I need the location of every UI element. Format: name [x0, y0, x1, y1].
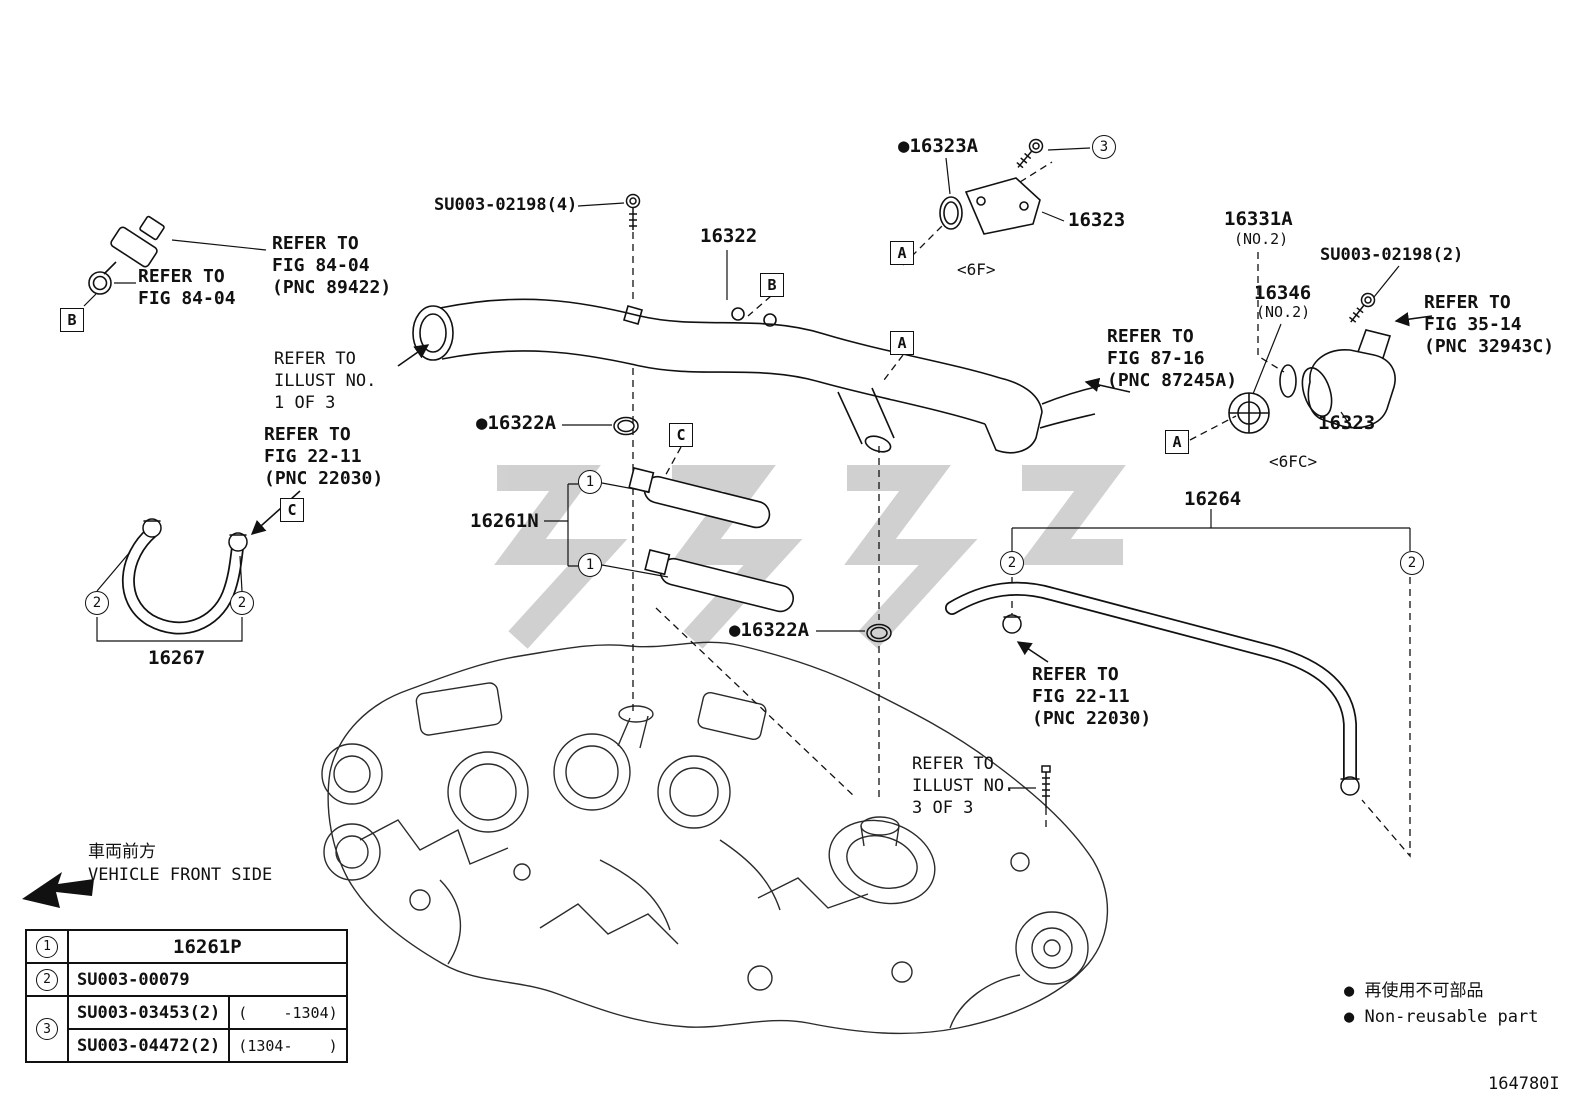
legend-range-su003-04472: (1304- ) — [228, 1028, 348, 1063]
part-label-16323-right[interactable]: 16323 — [1318, 412, 1376, 434]
vehicle-front-arrow — [22, 872, 94, 908]
ref-fig-22-11-left-label: REFER TO FIG 22-11 (PNC 22030) — [264, 424, 384, 489]
part-label-16322[interactable]: 16322 — [700, 225, 758, 247]
leader-lines — [83, 147, 1411, 789]
part-label-16331a-no2: (NO.2) — [1234, 230, 1289, 248]
part-label-16322a-lower[interactable]: ●16322A — [729, 619, 810, 641]
ref-fig-22-11-right-label: REFER TO FIG 22-11 (PNC 22030) — [1032, 664, 1152, 729]
part-label-16346-no2: (NO.2) — [1256, 303, 1311, 321]
ref-fig-35-14-label: REFER TO FIG 35-14 (PNC 32943C) — [1424, 292, 1555, 357]
ref-fig-84-04-label: REFER TO FIG 84-04 — [138, 266, 236, 309]
callout-box-a-mid: A — [890, 331, 914, 355]
hose-16264-drawing — [945, 581, 1360, 796]
legend-range-su003-03453: ( -1304) — [228, 995, 348, 1030]
callout-circle-3: 3 — [1092, 135, 1116, 159]
callout-box-b-top: B — [760, 273, 784, 297]
transmission-tag-6f: <6F> — [957, 260, 996, 279]
legend-circled-2: 2 — [36, 968, 58, 991]
callout-circle-1-lower: 1 — [578, 553, 602, 577]
part-label-16346[interactable]: 16346 — [1254, 282, 1312, 304]
legend-circled-1: 1 — [36, 935, 58, 958]
bolt-top-right-icon — [1016, 138, 1044, 169]
stud-bolt-icon — [1041, 765, 1051, 808]
callout-circle-1-upper: 1 — [578, 470, 602, 494]
callout-box-a-top: A — [890, 241, 914, 265]
part-label-16264[interactable]: 16264 — [1184, 488, 1242, 510]
cover-plate-16323-drawing — [939, 177, 1041, 235]
illustration-code: 164780I — [1488, 1074, 1560, 1094]
bolt-icons — [625, 138, 1376, 808]
ref-fig-84-04-pnc-label: REFER TO FIG 84-04 (PNC 89422) — [272, 233, 392, 298]
o-ring-16322a-drawing — [613, 416, 892, 643]
legend-part-su003-00079[interactable]: SU003-00079 — [67, 962, 348, 997]
legend-table: 1 16261P 2 SU003-00079 3 SU003-03453(2) … — [25, 929, 348, 1063]
legend-part-su003-03453[interactable]: SU003-03453(2) — [66, 995, 231, 1030]
legend-part-16261p[interactable]: 16261P — [67, 929, 348, 964]
callout-circle-2-hose-left-a: 2 — [85, 591, 109, 615]
bolt-su003-02198-4-icon — [625, 193, 641, 230]
legend-row-2: 2 SU003-00079 — [25, 962, 348, 997]
legend-row-3: 3 SU003-03453(2) ( -1304) — [25, 995, 348, 1063]
dashed-leader-lines — [632, 161, 1411, 858]
nonreusable-en-label: ● Non-reusable part — [1344, 1007, 1539, 1027]
nonreusable-jp-label: ● 再使用不可部品 — [1344, 981, 1484, 1001]
callout-circle-2-hose-left-b: 2 — [230, 591, 254, 615]
hose-16267-drawing — [121, 518, 248, 635]
callout-box-c-mid: C — [669, 423, 693, 447]
part-label-16331a[interactable]: 16331A — [1224, 208, 1293, 230]
ref-fig-87-16-label: REFER TO FIG 87-16 (PNC 87245A) — [1107, 326, 1238, 391]
part-label-su003-02198-4[interactable]: SU003-02198(4) — [434, 195, 578, 215]
callout-box-b-left: B — [60, 308, 84, 332]
part-label-16323-top[interactable]: 16323 — [1068, 209, 1126, 231]
transmission-tag-6fc: <6FC> — [1269, 452, 1318, 471]
water-pipe-16322-drawing — [412, 298, 1101, 454]
thermostat-housing-drawing — [1228, 329, 1396, 434]
vehicle-front-en-label: VEHICLE FRONT SIDE — [88, 865, 273, 885]
callout-circle-2-hose-right-b: 2 — [1400, 551, 1424, 575]
ref-illust-3-of-3-label: REFER TO ILLUST NO. 3 OF 3 — [912, 754, 1015, 818]
ref-illust-1-of-3-label: REFER TO ILLUST NO. 1 OF 3 — [274, 349, 377, 413]
legend-circled-3: 3 — [36, 1018, 58, 1041]
part-label-16261n[interactable]: 16261N — [470, 510, 539, 532]
legend-row-4: SU003-04472(2) (1304- ) — [26, 1028, 348, 1063]
callout-circle-2-hose-right-a: 2 — [1000, 551, 1024, 575]
reference-arrows — [250, 312, 1433, 663]
part-label-16323a[interactable]: ●16323A — [898, 135, 979, 157]
bolt-su003-02198-2-icon — [1348, 292, 1376, 323]
callout-box-c-left: C — [280, 498, 304, 522]
legend-row-1: 1 16261P — [25, 929, 348, 964]
temp-sensor-drawing — [88, 215, 165, 295]
part-label-16267[interactable]: 16267 — [148, 647, 206, 669]
callout-box-a-right: A — [1165, 430, 1189, 454]
union-pipes-16261n-drawing — [628, 467, 795, 613]
part-label-16322a-upper[interactable]: ●16322A — [476, 412, 557, 434]
engine-block-drawing — [321, 641, 1109, 1035]
part-label-su003-02198-2[interactable]: SU003-02198(2) — [1320, 245, 1464, 265]
legend-part-su003-04472[interactable]: SU003-04472(2) — [66, 1028, 231, 1063]
vehicle-front-jp-label: 車両前方 — [88, 842, 156, 862]
